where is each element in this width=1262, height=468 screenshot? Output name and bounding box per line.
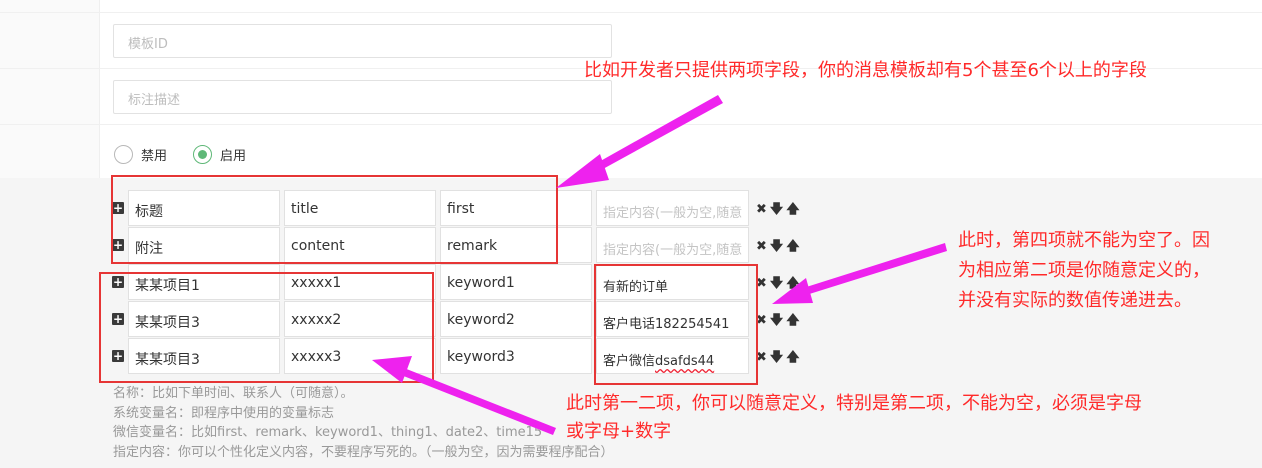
- highlight-box-top-rows: [111, 175, 558, 264]
- add-row-icon[interactable]: +: [112, 312, 124, 326]
- arrow-up-icon[interactable]: 🡅: [786, 313, 803, 328]
- description-line: 系统变量名：即程序中使用的变量标志: [113, 405, 335, 421]
- wechat-variable-cell[interactable]: keyword1: [440, 264, 592, 300]
- description-line: 名称：比如下单时间、联系人（可随意）。: [113, 386, 354, 401]
- status-radio-group: 禁用 启用: [114, 145, 272, 164]
- add-row-icon[interactable]: +: [112, 349, 124, 363]
- annotation-right: 此时，第四项就不能为空了。因 为相应第二项是你随意定义的， 并没有实际的数值传递…: [958, 226, 1210, 316]
- annotation-right-line: 为相应第二项是你随意定义的，: [958, 260, 1210, 281]
- name-cell[interactable]: 某某项目3: [128, 338, 280, 374]
- remove-icon[interactable]: ✖: [756, 276, 770, 291]
- radio-enable-label: 启用: [220, 149, 247, 164]
- row-actions: ✖🡇🡅: [756, 200, 803, 222]
- arrow-down-icon[interactable]: 🡇: [769, 239, 787, 254]
- add-row-icon[interactable]: +: [112, 238, 124, 252]
- name-cell[interactable]: 某某项目1: [128, 264, 280, 300]
- wechat-variable-cell[interactable]: keyword3: [440, 338, 592, 374]
- annotation-right-line: 此时，第四项就不能为空了。因: [958, 230, 1210, 251]
- content-cell[interactable]: 指定内容(一般为空,随意: [596, 190, 749, 226]
- arrow-to-first-columns-head: [372, 356, 412, 383]
- annotation-bottom-line: 或字母+数字: [566, 421, 672, 442]
- remove-icon[interactable]: ✖: [756, 202, 770, 217]
- arrow-to-first-columns: [401, 368, 556, 435]
- left-sidebar: [0, 0, 100, 178]
- annotation-right-line: 并没有实际的数值传递进去。: [958, 290, 1192, 311]
- content-cell[interactable]: 指定内容(一般为空,随意: [596, 227, 749, 263]
- annotation-bottom-line: 此时第一二项，你可以随意定义，特别是第二项，不能为空，必须是字母: [566, 393, 1142, 414]
- radio-enable[interactable]: [193, 145, 213, 164]
- arrow-to-top-rows-head: [556, 154, 609, 188]
- annotation-top: 比如开发者只提供两项字段，你的消息模板却有5个甚至6个以上的字段: [584, 60, 1147, 81]
- note-input[interactable]: 标注描述: [113, 80, 612, 114]
- row-actions: ✖🡇🡅: [756, 237, 803, 259]
- system-variable-cell[interactable]: xxxxx3: [284, 338, 436, 374]
- arrow-down-icon[interactable]: 🡇: [769, 350, 787, 365]
- row-actions: ✖🡇🡅: [756, 348, 803, 370]
- divider: [0, 68, 1262, 69]
- system-variable-cell[interactable]: title: [284, 190, 436, 226]
- divider: [0, 12, 1262, 13]
- arrow-up-icon[interactable]: 🡅: [786, 202, 803, 217]
- radio-disable[interactable]: [114, 145, 133, 164]
- remove-icon[interactable]: ✖: [756, 313, 770, 328]
- row-actions: ✖🡇🡅: [756, 311, 803, 333]
- remove-icon[interactable]: ✖: [756, 350, 770, 365]
- arrow-down-icon[interactable]: 🡇: [769, 202, 787, 217]
- arrow-to-content-column: [800, 243, 947, 296]
- wechat-variable-cell[interactable]: first: [440, 190, 592, 226]
- remove-icon[interactable]: ✖: [756, 239, 770, 254]
- arrow-up-icon[interactable]: 🡅: [786, 239, 803, 254]
- wechat-variable-cell[interactable]: remark: [440, 227, 592, 263]
- description-line: 微信变量名：比如first、remark、keyword1、thing1、dat…: [113, 425, 543, 440]
- name-cell[interactable]: 标题: [128, 190, 280, 226]
- arrow-down-icon[interactable]: 🡇: [769, 313, 787, 328]
- system-variable-cell[interactable]: xxxxx1: [284, 264, 436, 300]
- description-line: 指定内容：你可以个性化定义内容，不要程序写死的。（一般为空，因为需要程序配合）: [113, 444, 614, 460]
- system-variable-cell[interactable]: xxxxx2: [284, 301, 436, 337]
- wechat-variable-cell[interactable]: keyword2: [440, 301, 592, 337]
- arrow-to-content-column-head: [772, 278, 813, 304]
- highlight-box-first-columns: [99, 272, 434, 383]
- spellcheck-text: dsafds44: [655, 354, 715, 369]
- arrow-down-icon[interactable]: 🡇: [769, 276, 787, 291]
- annotation-bottom: 此时第一二项，你可以随意定义，特别是第二项，不能为空，必须是字母 或字母+数字: [566, 390, 1142, 446]
- template-id-input[interactable]: 模板ID: [113, 24, 612, 58]
- content-cell[interactable]: 客户微信dsafds44: [596, 338, 749, 374]
- field-descriptions: 名称：比如下单时间、联系人（可随意）。 系统变量名：即程序中使用的变量标志 微信…: [113, 384, 614, 462]
- content-text: 客户微信: [603, 354, 656, 369]
- arrow-up-icon[interactable]: 🡅: [786, 350, 803, 365]
- add-row-icon[interactable]: +: [112, 201, 124, 215]
- content-cell[interactable]: 有新的订单: [596, 264, 749, 300]
- add-row-icon[interactable]: +: [112, 275, 124, 289]
- highlight-box-content-column: [594, 264, 758, 385]
- content-cell[interactable]: 客户电话182254541: [596, 301, 749, 337]
- divider: [0, 124, 1262, 125]
- radio-disable-label: 禁用: [141, 149, 168, 164]
- name-cell[interactable]: 某某项目3: [128, 301, 280, 337]
- arrow-to-top-rows: [588, 95, 723, 175]
